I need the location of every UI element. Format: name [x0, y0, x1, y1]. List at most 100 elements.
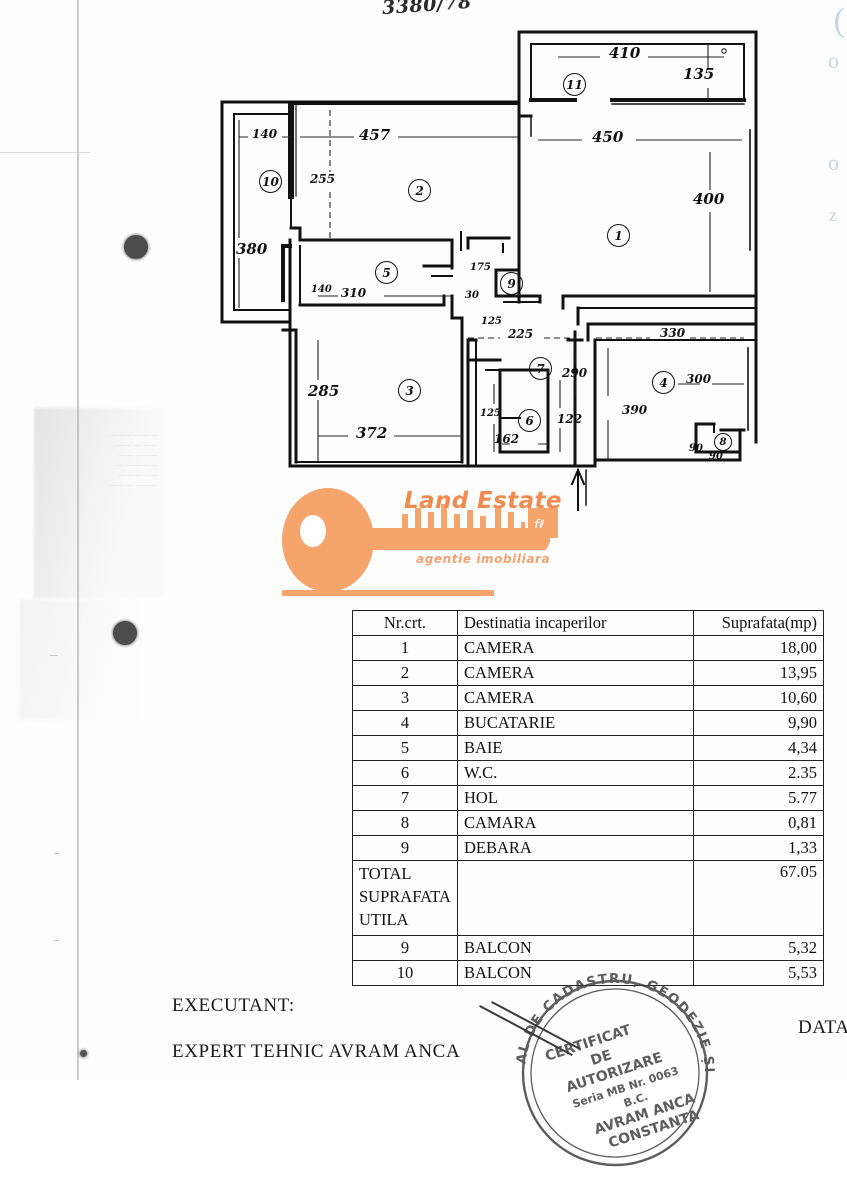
cell-dest: BALCON [456, 960, 695, 986]
total-label-line3: UTILA [359, 910, 409, 929]
total-label-cell: TOTAL SUPRAFATA UTILA [352, 860, 458, 936]
stamp-line-1: CERTIFICAT [543, 1022, 633, 1065]
dim-90-b: 90 [709, 451, 723, 462]
cell-nr: 10 [352, 960, 458, 986]
cell-sup: 2.35 [693, 760, 824, 786]
dim-135: 135 [683, 65, 715, 83]
edge-pen-scribble-low: o [828, 150, 839, 175]
dim-372: 372 [356, 424, 388, 442]
dim-125-upper: 125 [481, 316, 502, 327]
cell-nr: 8 [352, 810, 458, 836]
data-label: DATA [798, 1017, 847, 1038]
room-tag-6: 6 [518, 409, 541, 432]
dim-122: 122 [557, 412, 583, 426]
cell-sup: 13,95 [693, 660, 824, 686]
room-schedule-table: Nr.crt. Destinatia incaperilor Suprafata… [352, 610, 824, 986]
table-row: 9 BALCON 5,32 [352, 935, 824, 961]
cell-nr: 5 [352, 735, 458, 761]
executant-label: EXECUTANT: [172, 995, 295, 1016]
table-total-row: TOTAL SUPRAFATA UTILA 67.05 [352, 860, 824, 936]
logo-brand-text: Land Estate [404, 488, 562, 514]
stamp-line-2: DE [589, 1047, 614, 1069]
header-destinatia: Destinatia incaperilor [456, 610, 695, 636]
dim-125-wc: 125 [480, 408, 501, 419]
scan-tick-left-mid [54, 853, 59, 855]
scan-smudge-lower [20, 600, 140, 720]
cell-dest: DEBARA [456, 835, 695, 861]
logo-tagline-text: agentie imobiliara [416, 552, 551, 566]
table-row: 8 CAMARA 0,81 [352, 810, 824, 836]
room-tag-11: 11 [563, 73, 586, 96]
dim-390: 390 [622, 403, 648, 417]
cell-dest: BAIE [456, 735, 695, 761]
cell-sup: 9,90 [693, 710, 824, 736]
cell-nr: 9 [352, 835, 458, 861]
table-row: 4 BUCATARIE 9,90 [352, 710, 824, 736]
total-label-line2: SUPRAFATA [359, 887, 451, 906]
dim-225: 225 [508, 327, 534, 341]
cell-dest: HOL [456, 785, 695, 811]
room-tag-4: 4 [652, 371, 675, 394]
total-value-cell: 67.05 [693, 860, 824, 936]
land-estate-logo: ƒℓ Land Estate agentie imobiliara [282, 478, 572, 603]
dim-457: 457 [359, 126, 391, 144]
dim-380: 380 [236, 240, 268, 258]
cell-sup: 5,32 [693, 935, 824, 961]
dim-400: 400 [693, 190, 725, 208]
dim-140-left: 140 [311, 284, 332, 295]
cell-sup: 4,34 [693, 735, 824, 761]
scan-speck-bottom [80, 1050, 87, 1057]
stamp-svg: AL DE CADASTRU, GEODEZIE ȘI CARTOGRAFIE … [499, 951, 716, 1167]
room-tag-9: 9 [500, 272, 523, 295]
dim-285: 285 [308, 382, 340, 400]
edge-pen-scribble-top: ( [833, 2, 845, 39]
key-icon: ƒℓ [282, 488, 558, 596]
authorization-stamp: AL DE CADASTRU, GEODEZIE ȘI CARTOGRAFIE … [499, 951, 720, 1178]
dim-162: 162 [494, 432, 520, 446]
scan-crease-top [0, 152, 90, 154]
scan-smudge-left [34, 408, 164, 598]
cell-sup: 0,81 [693, 810, 824, 836]
punch-hole-upper [124, 235, 148, 259]
cell-nr: 1 [352, 635, 458, 661]
table-row: 1 CAMERA 18,00 [352, 635, 824, 661]
room-tag-10: 10 [259, 170, 282, 193]
cell-nr: 9 [352, 935, 458, 961]
dim-310: 310 [341, 286, 367, 300]
cell-nr: 7 [352, 785, 458, 811]
total-label-line1: TOTAL [359, 864, 412, 883]
table-row: 3 CAMERA 10,60 [352, 685, 824, 711]
table-row: 2 CAMERA 13,95 [352, 660, 824, 686]
cell-sup: 1,33 [693, 835, 824, 861]
dim-300: 300 [686, 372, 712, 386]
cell-dest: CAMERA [456, 635, 695, 661]
floor-plan-svg [220, 30, 758, 511]
cell-nr: 3 [352, 685, 458, 711]
room-tag-3: 3 [398, 379, 421, 402]
cell-dest: BALCON [456, 935, 695, 961]
cell-sup: 18,00 [693, 635, 824, 661]
cell-nr: 4 [352, 710, 458, 736]
dim-255: 255 [310, 172, 336, 186]
room-tag-7: 7 [529, 357, 552, 380]
table-header-row: Nr.crt. Destinatia incaperilor Suprafata… [352, 610, 824, 636]
table-row: 9 DEBARA 1,33 [352, 835, 824, 861]
dim-290: 290 [562, 366, 588, 380]
cell-dest: CAMERA [456, 685, 695, 711]
scan-fold-line [77, 0, 79, 1080]
cell-sup: 10,60 [693, 685, 824, 711]
edge-pen-scribble-bottom: z [829, 205, 837, 225]
cell-dest: CAMARA [456, 810, 695, 836]
dim-140-top: 140 [252, 127, 278, 141]
dim-90-a: 90 [689, 443, 703, 454]
dim-450: 450 [592, 128, 624, 146]
cell-nr: 2 [352, 660, 458, 686]
executant-name: EXPERT TEHNIC AVRAM ANCA [172, 1041, 461, 1062]
dim-330: 330 [660, 326, 686, 340]
room-tag-2: 2 [408, 179, 431, 202]
table-row: 10 BALCON 5,53 [352, 960, 824, 986]
room-tag-5: 5 [375, 261, 398, 284]
total-empty-cell [456, 860, 695, 936]
cell-dest: CAMERA [456, 660, 695, 686]
